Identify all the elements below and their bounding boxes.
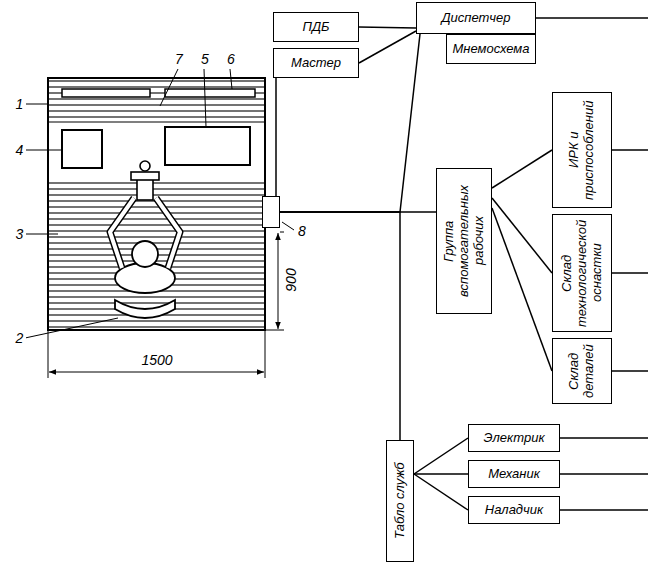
leader-line xyxy=(25,150,62,151)
off-page-line xyxy=(560,437,648,439)
control-box: ПДБ xyxy=(273,12,359,42)
off-page-line xyxy=(612,370,648,372)
device xyxy=(140,161,150,171)
box-label: ПДБ xyxy=(302,20,329,35)
worker-arm xyxy=(110,198,134,268)
parts-store-box: Склад деталей xyxy=(552,338,612,404)
worker-head xyxy=(132,241,158,267)
box-label: ИРК и приспособлений xyxy=(567,96,597,204)
connector-line xyxy=(492,208,552,371)
connector-line xyxy=(492,198,552,273)
dimension-value: 900 xyxy=(283,257,299,303)
floor-grate-hatching xyxy=(48,178,265,330)
service-box: Механик xyxy=(468,460,560,488)
connector-line xyxy=(359,31,416,63)
off-page-line xyxy=(612,272,648,274)
connector-line xyxy=(414,473,468,475)
off-page-line xyxy=(536,17,648,19)
leader-line xyxy=(25,318,118,338)
tray-slot xyxy=(165,89,255,97)
box-label: Электрик xyxy=(483,431,544,446)
leader-line xyxy=(160,69,178,106)
connector-line xyxy=(280,212,400,440)
foreman-box: Мастер xyxy=(273,48,359,78)
box-label: Группа вспомогательных рабочих xyxy=(442,172,487,310)
leader-line xyxy=(25,234,58,235)
callout-number: 5 xyxy=(198,51,212,67)
worker-arm xyxy=(110,198,134,268)
device xyxy=(131,172,159,180)
callout-number: 4 xyxy=(13,142,26,158)
box-label: Механик xyxy=(488,467,540,482)
box-label: Склад технологической оснастки xyxy=(560,218,605,328)
tooling-store-box: Склад технологической оснастки xyxy=(552,214,612,332)
callout-number: 7 xyxy=(172,51,186,67)
device xyxy=(137,178,153,200)
worker-arm xyxy=(156,198,180,268)
off-page-line xyxy=(560,509,648,511)
dimension-line xyxy=(49,372,264,373)
terminal-box: 8 xyxy=(262,196,280,228)
mimic-panel-box: Мнемосхема xyxy=(446,34,536,64)
box-label: Мастер xyxy=(291,56,341,71)
tray-slot xyxy=(62,89,150,97)
off-page-line xyxy=(612,149,648,151)
extension-line xyxy=(280,232,284,233)
service-box: Наладчик xyxy=(468,496,560,524)
chair xyxy=(115,300,175,318)
container-box xyxy=(62,130,102,168)
box-label: Диспетчер xyxy=(441,11,510,26)
desk-edge xyxy=(48,121,265,122)
callout-number: 3 xyxy=(13,226,26,242)
callout-number: 8 xyxy=(297,223,307,239)
callout-number: 2 xyxy=(13,330,26,346)
service-box: Электрик xyxy=(468,424,560,452)
extension-line xyxy=(265,330,266,378)
dispatcher-box: Диспетчер xyxy=(416,2,536,34)
auxiliary-workers-box: Группа вспомогательных рабочих xyxy=(436,168,492,314)
tool-room-box: ИРК и приспособлений xyxy=(552,92,612,208)
desk-hatching xyxy=(48,78,265,122)
callout-number: 1 xyxy=(13,96,26,112)
connector-line xyxy=(414,474,468,510)
box-label: Мнемосхема xyxy=(452,42,529,57)
leader-line xyxy=(230,69,232,89)
box-label: Наладчик xyxy=(485,503,543,518)
worker-arm xyxy=(156,198,180,268)
service-board-box: Табло служб xyxy=(386,440,414,562)
extension-line xyxy=(265,330,284,331)
callout-number: 6 xyxy=(224,51,238,67)
extension-line xyxy=(48,330,49,378)
connector-line xyxy=(275,78,277,196)
box-label: Табло служб xyxy=(393,444,408,558)
workplace-outline xyxy=(48,78,265,330)
box-label: Склад деталей xyxy=(567,342,597,400)
leader-line xyxy=(282,222,294,230)
connector-line xyxy=(492,150,552,188)
off-page-line xyxy=(560,473,648,475)
leader-line xyxy=(25,104,48,105)
document-tray xyxy=(165,127,250,165)
dimension-value: 1500 xyxy=(134,352,180,368)
connector-line xyxy=(359,27,416,28)
connector-line xyxy=(414,438,468,474)
leader-line xyxy=(204,69,206,127)
dimension-line xyxy=(278,233,279,329)
